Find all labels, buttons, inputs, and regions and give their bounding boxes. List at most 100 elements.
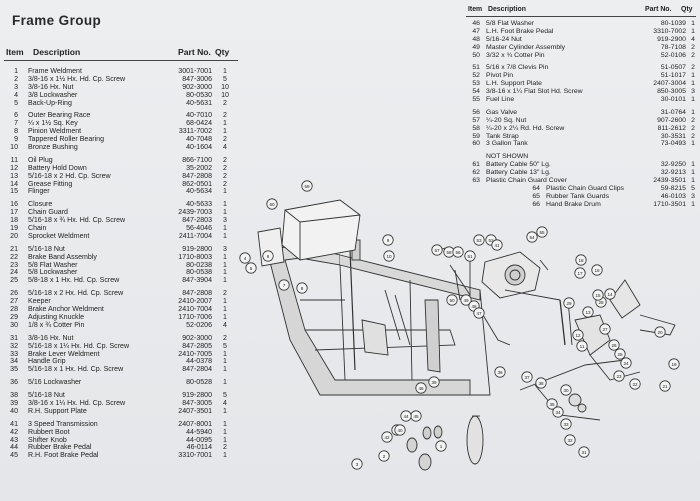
callout-circle xyxy=(620,357,632,369)
item-partno: 44-0378 xyxy=(186,358,212,366)
item-description: 5/16-24 Nut xyxy=(486,35,522,43)
item-number: 40 xyxy=(10,407,18,415)
item-number: 64 xyxy=(532,185,540,193)
callout-number: 12 xyxy=(575,333,581,338)
item-number: 50 xyxy=(472,51,480,59)
callout-number: 50 xyxy=(449,298,455,303)
item-qty: 2 xyxy=(223,444,227,452)
item-qty: 1 xyxy=(223,261,227,269)
callout-26: 26 xyxy=(608,339,620,351)
callout-38: 38 xyxy=(535,377,547,389)
callout-number: 10 xyxy=(386,254,392,259)
callout-19: 19 xyxy=(668,358,680,370)
callout-51: 51 xyxy=(464,250,476,262)
item-partno: 73-0493 xyxy=(660,140,686,148)
item-partno: 56-4046 xyxy=(186,225,212,233)
callout-number: 35 xyxy=(549,402,555,407)
item-partno: 80-0528 xyxy=(186,379,212,387)
item-qty: 1 xyxy=(691,27,695,35)
item-qty: 5 xyxy=(223,342,227,350)
callout-number: 42 xyxy=(384,435,390,440)
callout-number: 48 xyxy=(471,304,477,309)
callout-number: 22 xyxy=(632,382,638,387)
item-description: ¼-20 Sq. Nut xyxy=(486,116,527,124)
callout-27: 27 xyxy=(599,323,611,335)
left-header-description: Description xyxy=(33,47,81,57)
item-number: 51 xyxy=(472,64,480,72)
item-qty: 1 xyxy=(691,20,695,27)
item-number: 9 xyxy=(14,136,18,144)
callout-number: 11 xyxy=(580,344,585,349)
item-qty: 2 xyxy=(223,334,227,342)
callout-circle xyxy=(659,380,671,392)
item-number: 18 xyxy=(10,217,18,225)
callout-39: 39 xyxy=(428,376,440,388)
item-partno: 902-3000 xyxy=(182,334,212,342)
callout-number: 23 xyxy=(616,374,622,379)
item-partno: 2407-8001 xyxy=(178,420,212,428)
callout-circle xyxy=(536,226,548,238)
item-partno: 59-8215 xyxy=(660,185,686,193)
callout-circle xyxy=(564,434,576,446)
callout-circle xyxy=(400,410,412,422)
item-partno: 862-0501 xyxy=(182,180,212,188)
item-description: ¼-20 x 2¼ Rd. Hd. Screw xyxy=(486,124,565,132)
item-description: 5/8 Lockwasher xyxy=(28,269,78,277)
callout-34: 34 xyxy=(552,406,564,418)
callout-circle xyxy=(546,398,558,410)
callout-37: 37 xyxy=(521,371,533,383)
callout-35: 35 xyxy=(546,398,558,410)
item-partno: 847-2808 xyxy=(182,172,212,180)
callout-number: 19 xyxy=(671,362,677,367)
item-description: 3/8 Lockwasher xyxy=(28,91,78,99)
callout-circle xyxy=(526,231,538,243)
item-partno: 907-2600 xyxy=(657,116,686,124)
callout-number: 18 xyxy=(578,258,584,263)
callout-30: 30 xyxy=(560,384,572,396)
item-description: 5/16-18 x 1¼ Hx. Hd. Cp. Screw xyxy=(28,342,130,350)
item-description: Bronze Bushing xyxy=(28,144,78,152)
item-partno: 850-3005 xyxy=(657,88,686,96)
item-number: 6 xyxy=(14,112,18,120)
callout-45: 45 xyxy=(410,410,422,422)
item-number: 39 xyxy=(10,399,18,407)
callout-circle xyxy=(668,358,680,370)
item-qty: 2 xyxy=(223,99,227,107)
item-number: 32 xyxy=(10,342,18,350)
item-qty: 1 xyxy=(223,407,227,415)
callout-number: 17 xyxy=(577,271,583,276)
callout-number: 44 xyxy=(403,414,409,419)
item-qty: 1 xyxy=(223,313,227,321)
item-number: 13 xyxy=(10,172,18,180)
item-number: 62 xyxy=(472,169,480,177)
item-qty: 2 xyxy=(223,172,227,180)
item-description: Shifter Knob xyxy=(28,436,67,444)
item-number: 20 xyxy=(10,232,18,240)
item-partno: 51-0507 xyxy=(660,64,686,72)
callout-22: 22 xyxy=(629,378,641,390)
right-header-qty: Qty xyxy=(681,6,693,13)
item-number: 44 xyxy=(10,444,18,452)
callout-circle xyxy=(239,252,251,264)
left-header-qty: Qty xyxy=(215,47,230,57)
item-number: 56 xyxy=(472,108,480,116)
item-description: Tank Strap xyxy=(486,132,519,140)
item-description: 5/16-18 x 1 Hx. Hd. Cp. Screw xyxy=(28,366,124,374)
callout-number: 40 xyxy=(397,428,403,433)
item-description: Gas Valve xyxy=(486,108,518,116)
callout-circle xyxy=(431,244,443,256)
item-number: 12 xyxy=(10,164,18,172)
item-description: Rubbert Boot xyxy=(28,428,70,436)
item-partno: 1710-7006 xyxy=(178,313,212,321)
callout-number: 49 xyxy=(463,298,469,303)
item-qty: 2 xyxy=(691,124,695,132)
item-partno: 40-5634 xyxy=(186,188,212,196)
